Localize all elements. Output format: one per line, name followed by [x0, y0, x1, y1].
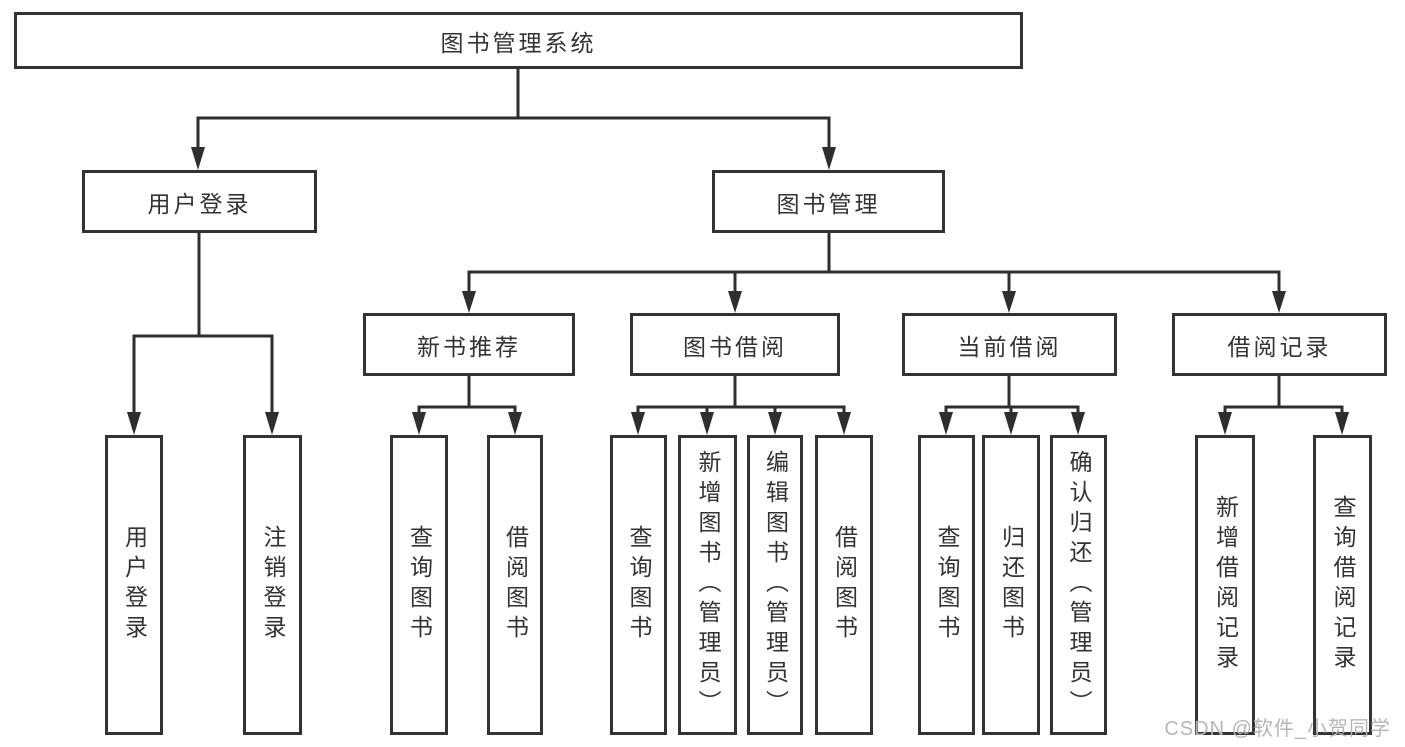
- leaf-query-books-current-label: 查询图书: [934, 525, 960, 645]
- leaf-add-borrow-record-label: 新增借阅记录: [1212, 495, 1239, 675]
- leaf-query-books-borrowing-label: 查询图书: [626, 525, 652, 645]
- node-borrowing-records: 借阅记录: [1172, 313, 1387, 376]
- leaf-query-books-recommend: 查询图书: [390, 435, 448, 735]
- node-current-borrowing-label: 当前借阅: [957, 333, 1062, 360]
- node-new-book-recommend: 新书推荐: [363, 313, 575, 376]
- leaf-query-books-borrowing: 查询图书: [610, 435, 667, 735]
- leaf-query-books-current: 查询图书: [918, 435, 975, 735]
- node-book-borrowing: 图书借阅: [630, 313, 840, 376]
- leaf-borrow-books-borrowing: 借阅图书: [815, 435, 873, 735]
- leaf-borrow-books-recommend-label: 借阅图书: [502, 525, 529, 645]
- leaf-confirm-return-admin: 确认归还（管理员）: [1050, 435, 1107, 735]
- leaf-confirm-return-admin-label: 确认归还（管理员）: [1066, 450, 1092, 720]
- leaf-add-books-admin: 新增图书（管理员）: [678, 435, 737, 735]
- node-user-login-label: 用户登录: [147, 190, 252, 217]
- node-current-borrowing: 当前借阅: [902, 313, 1117, 376]
- node-book-management: 图书管理: [712, 170, 945, 233]
- leaf-add-books-admin-label: 新增图书（管理员）: [695, 450, 721, 720]
- leaf-query-borrow-record-label: 查询借阅记录: [1330, 495, 1356, 675]
- leaf-edit-books-admin-label: 编辑图书（管理员）: [762, 450, 789, 720]
- leaf-query-borrow-record: 查询借阅记录: [1313, 435, 1372, 735]
- leaf-return-books-label: 归还图书: [998, 525, 1025, 645]
- leaf-return-books: 归还图书: [982, 435, 1040, 735]
- node-book-borrowing-label: 图书借阅: [683, 333, 787, 360]
- node-borrowing-records-label: 借阅记录: [1227, 333, 1332, 360]
- csdn-watermark: CSDN @软件_小贺同学: [1164, 718, 1391, 740]
- leaf-borrow-books-recommend: 借阅图书: [487, 435, 543, 735]
- node-user-login: 用户登录: [82, 170, 317, 233]
- leaf-logout: 注销登录: [243, 435, 302, 735]
- leaf-borrow-books-borrowing-label: 借阅图书: [831, 525, 858, 645]
- node-book-management-label: 图书管理: [776, 190, 881, 217]
- leaf-edit-books-admin: 编辑图书（管理员）: [747, 435, 803, 735]
- node-root: 图书管理系统: [14, 12, 1023, 69]
- leaf-logout-label: 注销登录: [260, 525, 286, 645]
- leaf-query-books-recommend-label: 查询图书: [406, 525, 433, 645]
- leaf-add-borrow-record: 新增借阅记录: [1195, 435, 1255, 735]
- node-root-label: 图书管理系统: [440, 29, 597, 56]
- leaf-user-login: 用户登录: [105, 435, 163, 735]
- leaf-user-login-label: 用户登录: [121, 525, 148, 645]
- node-new-book-recommend-label: 新书推荐: [417, 333, 521, 360]
